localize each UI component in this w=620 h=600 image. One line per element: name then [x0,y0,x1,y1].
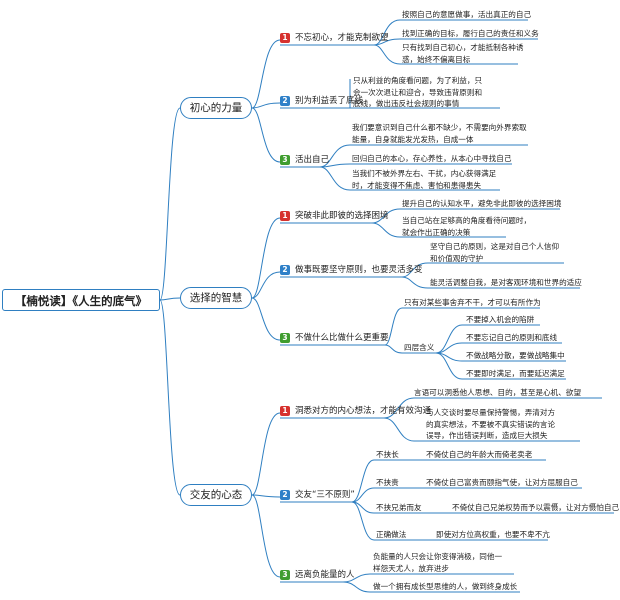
leaf-note: 只有找到自己初心，才能抵制各种诱 惑，始终不偏离目标 [402,43,524,64]
leaf-note: 与人交谈时要尽量保持警惕，弄清对方 的真实想法，不要被不真实错误的言论 误导，作… [426,408,556,440]
priority-2-badge: 2 [280,490,290,500]
rule-key: 不挟长 [376,450,399,459]
priority-1-badge: 1 [280,211,290,221]
leaf-note: 按照自己的意愿做事，活出真正的自己 [402,10,532,19]
subtopic-label: 不做什么比做什么更重要 [295,333,389,343]
leaf-note: 不要即时满足，而要延迟满足 [466,369,565,378]
rule-value: 不倚仗自己富贵而颐指气使，让对方屈服自己 [426,478,578,487]
subtopic-2-1: 1 突破非此即彼的选择困境 [280,210,389,222]
subtopic-3-1: 1 洞悉对方的内心想法，才能有效沟通 [280,405,431,417]
subtopic-label: 活出自己 [295,155,330,165]
subtopic-label: 交友“三不原则” [295,490,355,500]
branch-initial-heart: 初心的力量 [180,97,252,119]
priority-2-badge: 2 [280,265,290,275]
priority-3-badge: 3 [280,570,290,580]
subtopic-label: 做事既要坚守原则，也要灵活多变 [295,265,423,275]
leaf-note: 回归自己的本心，存心养性，从本心中寻找自己 [352,154,512,163]
subtopic-label: 洞悉对方的内心想法，才能有效沟通 [295,406,432,416]
subtopic-3-2: 2 交友“三不原则” [280,489,355,501]
subtopic-label: 别为利益丢了底线 [295,96,364,106]
leaf-note: 不要掉入机会的陷阱 [466,315,535,324]
leaf-note: 负能量的人只会让你变得消极，同他一 样怨天尤人，放弃进步 [373,552,503,573]
leaf-note: 能灵活调整自我，是对客观环境和世界的适应 [430,278,582,287]
leaf-note: 提升自己的认知水平，避免非此即彼的选择困境 [402,199,562,208]
group-label: 四层含义 [404,343,435,352]
subtopic-label: 突破非此即彼的选择困境 [295,211,389,221]
priority-1-badge: 1 [280,33,290,43]
subtopic-label: 不忘初心，才能克制欲望 [295,33,389,43]
leaf-note: 当自己站在足够高的角度看待问题时， 就会作出正确的决策 [402,216,532,237]
priority-2-badge: 2 [280,96,290,106]
subtopic-3-3: 3 远离负能量的人 [280,569,355,581]
rule-key: 不挟贵 [376,478,399,487]
leaf-note: 言语可以洞悉他人思想、目的，甚至是心机、欲望 [414,388,582,397]
rule-value: 即使对方位高权重，也要不卑不亢 [436,530,550,539]
branch-friendship-mindset: 交友的心态 [180,484,252,506]
rule-value: 不倚仗自己兄弟权势而予以震慑，让对方慑怕自己 [452,503,620,512]
subtopic-1-3: 3 活出自己 [280,154,329,166]
leaf-note: 只有对某些事舍弃不干，才可以有所作为 [404,298,541,307]
rule-key: 正确做法 [376,530,407,539]
root-topic: 【楠悦读】《人生的底气》 [2,289,160,311]
leaf-note: 不要忘记自己的原则和底线 [466,333,558,342]
subtopic-2-2: 2 做事既要坚守原则，也要灵活多变 [280,264,423,276]
leaf-note: 我们要意识到自己什么都不缺少，不需要向外界索取 能量，自身就能发光发热，自成一体 [352,123,527,144]
subtopic-label: 远离负能量的人 [295,570,355,580]
subtopic-2-3: 3 不做什么比做什么更重要 [280,332,389,344]
priority-1-badge: 1 [280,406,290,416]
leaf-note: 只从利益的角度看问题，为了利益，只 会一次次退让和迎合，导致违背原则和 底线，做… [353,76,483,108]
rule-key: 不挟兄弟而友 [376,503,422,512]
leaf-note: 做一个拥有成长型思维的人，做到终身成长 [373,582,518,591]
subtopic-1-2: 2 别为利益丢了底线 [280,95,363,107]
leaf-note: 坚守自己的原则，这是对自己个人信仰 和价值观的守护 [430,242,560,263]
priority-3-badge: 3 [280,333,290,343]
subtopic-1-1: 1 不忘初心，才能克制欲望 [280,32,389,44]
rule-value: 不倚仗自己的年龄大而倚老卖老 [426,450,533,459]
leaf-note: 找到正确的目标，履行自己的责任和义务 [402,29,539,38]
branch-choice-wisdom: 选择的智慧 [180,287,252,309]
priority-3-badge: 3 [280,155,290,165]
leaf-note: 当我们不被外界左右、干扰，内心获得满足 时，才能变得不焦虑、害怕和患得患失 [352,169,497,190]
leaf-note: 不做战略分散，要做战略集中 [466,351,565,360]
